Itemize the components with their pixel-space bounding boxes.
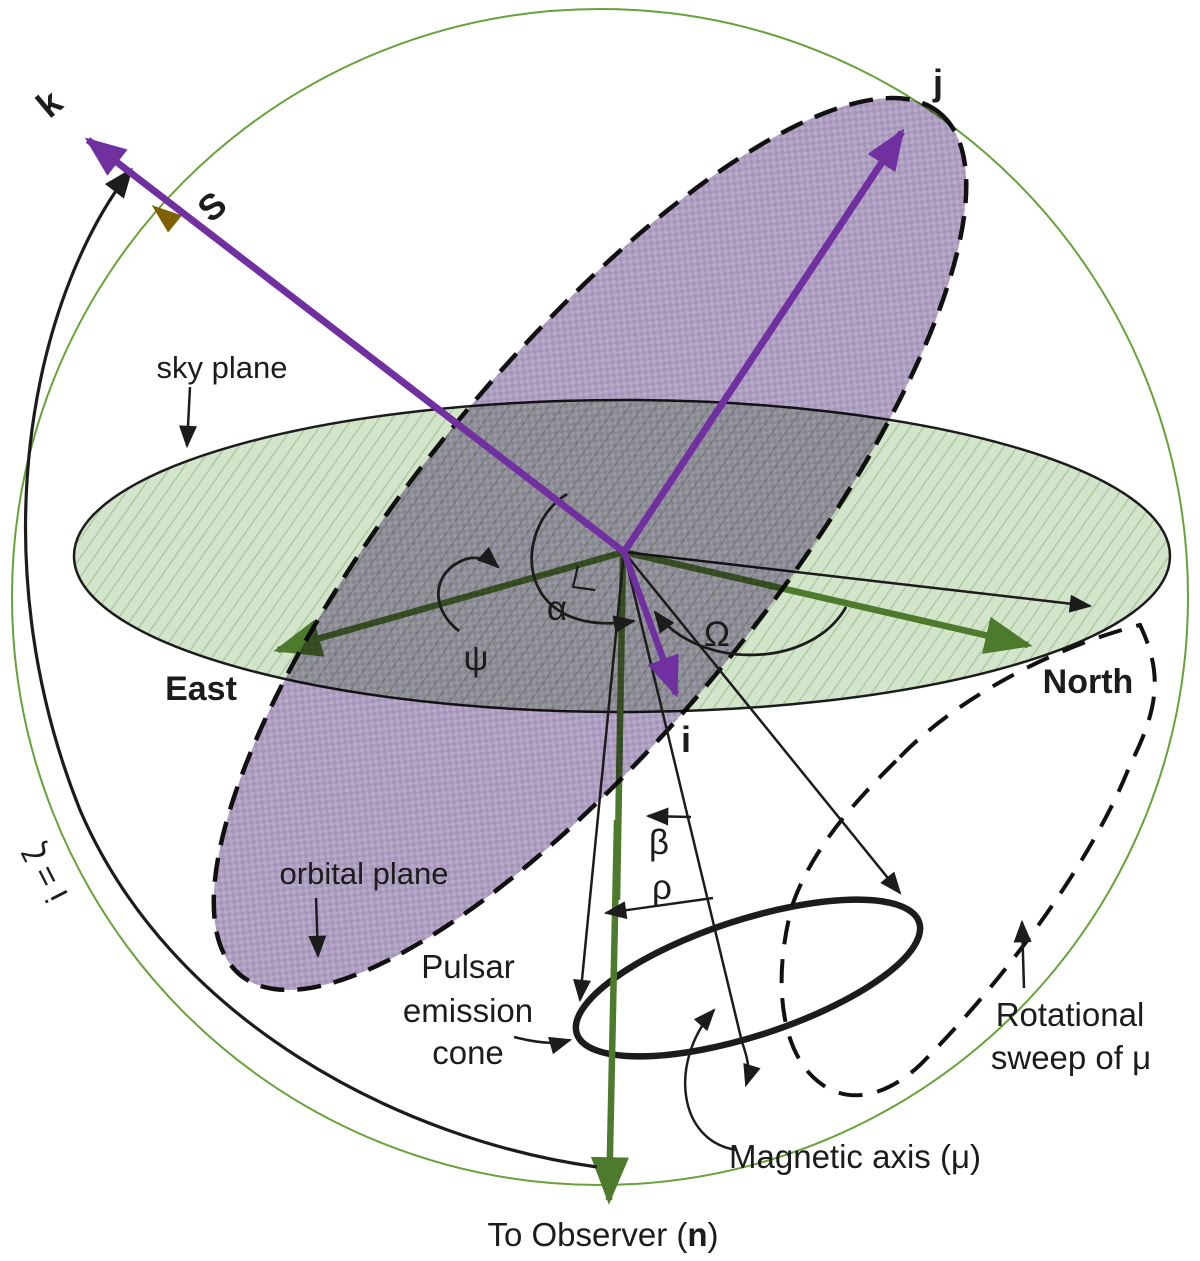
- psi-rotation-arrow: [436, 546, 500, 633]
- svg-text:Rotational: Rotational: [996, 996, 1145, 1033]
- rho-angle-arrow: [603, 896, 714, 920]
- magnetic-axis-line: [622, 551, 761, 1088]
- emission-cone-group: [572, 896, 924, 1060]
- spin-vector-marker: [151, 205, 182, 233]
- cone-edge-right-line: [623, 551, 902, 895]
- rotational-sweep-label: Rotational sweep of μ: [991, 996, 1151, 1076]
- emission-cone-label: Pulsar emission cone: [403, 948, 533, 1071]
- sky-plane-pointer-arrow: [179, 386, 198, 449]
- right-angle-mark: [571, 565, 596, 592]
- rotational-sweep-pointer-arrow: [1013, 919, 1032, 989]
- orbital-plane-pointer-arrow: [308, 897, 327, 959]
- beta-label: β: [649, 823, 669, 862]
- emission-cone-ellipse: [572, 896, 924, 1060]
- alpha-angle-arc: [530, 492, 637, 634]
- k-axis-arrow: [84, 137, 627, 555]
- east-label: East: [165, 670, 237, 708]
- inclination-label: i = ζ: [15, 838, 75, 908]
- svg-text:Pulsar: Pulsar: [421, 948, 515, 985]
- k-axis-label: k: [28, 81, 70, 126]
- svg-text:cone: cone: [432, 1034, 504, 1071]
- observer-arrow-lower: [590, 819, 629, 1205]
- i-axis-label: i: [681, 719, 691, 760]
- psi-label: ψ: [464, 639, 489, 678]
- j-axis-label: j: [932, 62, 943, 103]
- orbital-plane-label: orbital plane: [280, 856, 449, 891]
- inclination-arc: [23, 167, 598, 1169]
- alpha-label: α: [547, 589, 567, 628]
- rho-label: ρ: [652, 868, 672, 907]
- j-axis-arrow: [621, 128, 905, 554]
- magnetic-axis-label: Magnetic axis (μ): [729, 1138, 981, 1175]
- north-label: North: [1043, 663, 1134, 701]
- svg-text:emission: emission: [403, 992, 533, 1029]
- beta-angle-arrow: [645, 807, 692, 826]
- svg-text:sweep of μ: sweep of μ: [991, 1039, 1151, 1076]
- rotational-sweep-ellipse: [779, 622, 1157, 1098]
- i-axis-arrow: [620, 550, 680, 698]
- omega-angle-arc: [653, 606, 848, 657]
- emission-cone-pointer-arrow: [513, 1035, 573, 1055]
- sky-plane-label: sky plane: [157, 350, 288, 385]
- omega-label: Ω: [704, 615, 730, 654]
- to-observer-label: To Observer (n): [487, 1216, 718, 1253]
- magnetic-axis-pointer-arrow: [683, 1008, 738, 1152]
